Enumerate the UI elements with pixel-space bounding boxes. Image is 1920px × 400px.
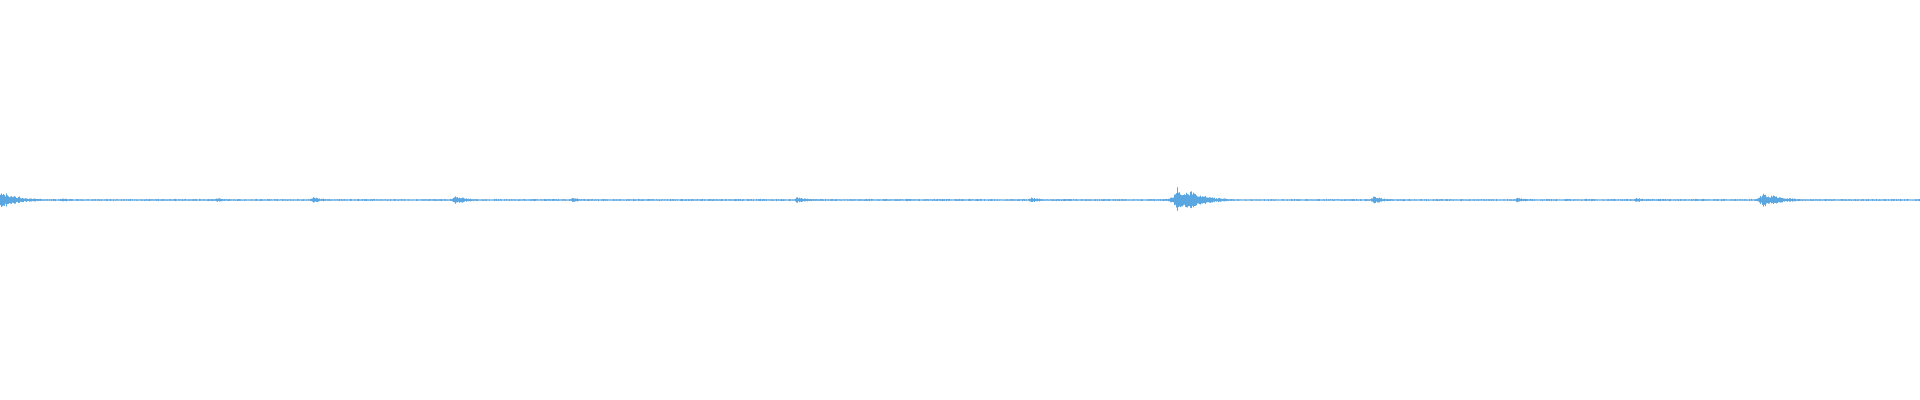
waveform-samples xyxy=(0,187,1920,211)
waveform-trace xyxy=(0,187,1920,211)
